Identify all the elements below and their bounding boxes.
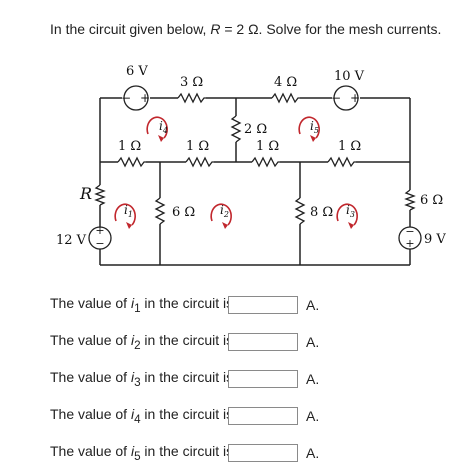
resistor-R	[94, 184, 106, 206]
unit-label: A.	[306, 407, 320, 424]
resistor-1ohm-a	[117, 156, 146, 168]
svg-text:+: +	[140, 91, 150, 105]
mesh-arrow-i3	[336, 203, 358, 226]
resistor-6ohm-center	[154, 197, 166, 225]
label-8ohm: 8 Ω	[310, 205, 333, 220]
label-1ohm-b: 1 Ω	[186, 139, 209, 154]
resistor-6ohm-right	[404, 189, 416, 211]
resistor-1ohm-d	[327, 156, 356, 168]
answer-input-i2[interactable]	[228, 332, 298, 351]
label-2ohm: 2 Ω	[244, 122, 267, 137]
svg-text:+: +	[95, 224, 104, 237]
answer-label: The value of i4 in the circuit is	[50, 405, 234, 426]
resistor-8ohm	[294, 197, 306, 225]
source-6v	[123, 85, 149, 111]
label-10v: 10 V	[334, 69, 365, 84]
resistor-1ohm-c	[251, 156, 280, 168]
answer-label: The value of i3 in the circuit is	[50, 368, 234, 389]
label-R: R	[79, 184, 92, 203]
answer-label: The value of i1 in the circuit is	[50, 294, 234, 315]
svg-text:−: −	[121, 91, 131, 105]
unit-label: A.	[306, 444, 320, 461]
unit-label: A.	[306, 333, 320, 350]
current-label-i5: i5	[310, 119, 319, 135]
question-text: In the circuit given below, R = 2 Ω. Sol…	[50, 20, 470, 38]
source-12v	[88, 226, 112, 250]
mesh-arrow-i1	[114, 203, 136, 226]
resistor-4ohm	[271, 92, 300, 104]
label-6ohm-right: 6 Ω	[420, 193, 443, 208]
source-9v	[398, 226, 422, 250]
label-1ohm-c: 1 Ω	[256, 139, 279, 154]
svg-text:−: −	[331, 91, 341, 105]
answer-input-i3[interactable]	[228, 369, 298, 388]
label-12v: 12 V	[56, 233, 87, 248]
svg-text:+: +	[405, 237, 414, 250]
answer-row-i3: The value of i3 in the circuit is A.	[50, 360, 319, 397]
question-prefix: In the circuit given below,	[50, 21, 211, 37]
resistor-2ohm	[230, 115, 242, 143]
mesh-arrow-i5	[298, 116, 320, 139]
answer-input-i4[interactable]	[228, 406, 298, 425]
answer-input-i1[interactable]	[228, 295, 298, 314]
answer-row-i1: The value of i1 in the circuit is A.	[50, 286, 319, 323]
label-1ohm-d: 1 Ω	[338, 139, 361, 154]
label-6v: 6 V	[126, 64, 148, 79]
label-3ohm: 3 Ω	[180, 75, 203, 90]
unit-label: A.	[306, 370, 320, 387]
resistor-1ohm-b	[185, 156, 214, 168]
label-9v: 9 V	[424, 232, 446, 247]
mesh-arrow-i2	[210, 203, 232, 226]
answer-list: The value of i1 in the circuit is A. The…	[50, 286, 319, 471]
question-suffix: = 2 Ω. Solve for the mesh currents.	[220, 21, 442, 37]
answer-row-i4: The value of i4 in the circuit is A.	[50, 397, 319, 434]
current-label-i3: i3	[346, 203, 355, 219]
question-var: R	[210, 21, 221, 37]
svg-text:−: −	[405, 225, 414, 238]
answer-label: The value of i2 in the circuit is	[50, 331, 234, 352]
answer-row-i5: The value of i5 in the circuit is A.	[50, 434, 319, 471]
answer-label: The value of i5 in the circuit is	[50, 442, 234, 463]
answer-input-i5[interactable]	[228, 443, 298, 462]
mesh-arrow-i4	[146, 116, 168, 139]
svg-text:−: −	[95, 237, 104, 250]
unit-label: A.	[306, 296, 320, 313]
source-10v	[333, 85, 359, 111]
current-label-i1: i1	[124, 203, 133, 219]
current-label-i4: i4	[159, 119, 168, 135]
resistor-3ohm	[177, 92, 206, 104]
circuit-diagram: − + − + + − − + 6 V 10 V 12 V 9 V 3 Ω 4 …	[56, 64, 446, 266]
label-6ohm-center: 6 Ω	[172, 205, 195, 220]
label-4ohm: 4 Ω	[274, 75, 297, 90]
label-1ohm-a: 1 Ω	[118, 139, 141, 154]
current-label-i2: i2	[220, 203, 229, 219]
svg-text:+: +	[350, 91, 360, 105]
answer-row-i2: The value of i2 in the circuit is A.	[50, 323, 319, 360]
